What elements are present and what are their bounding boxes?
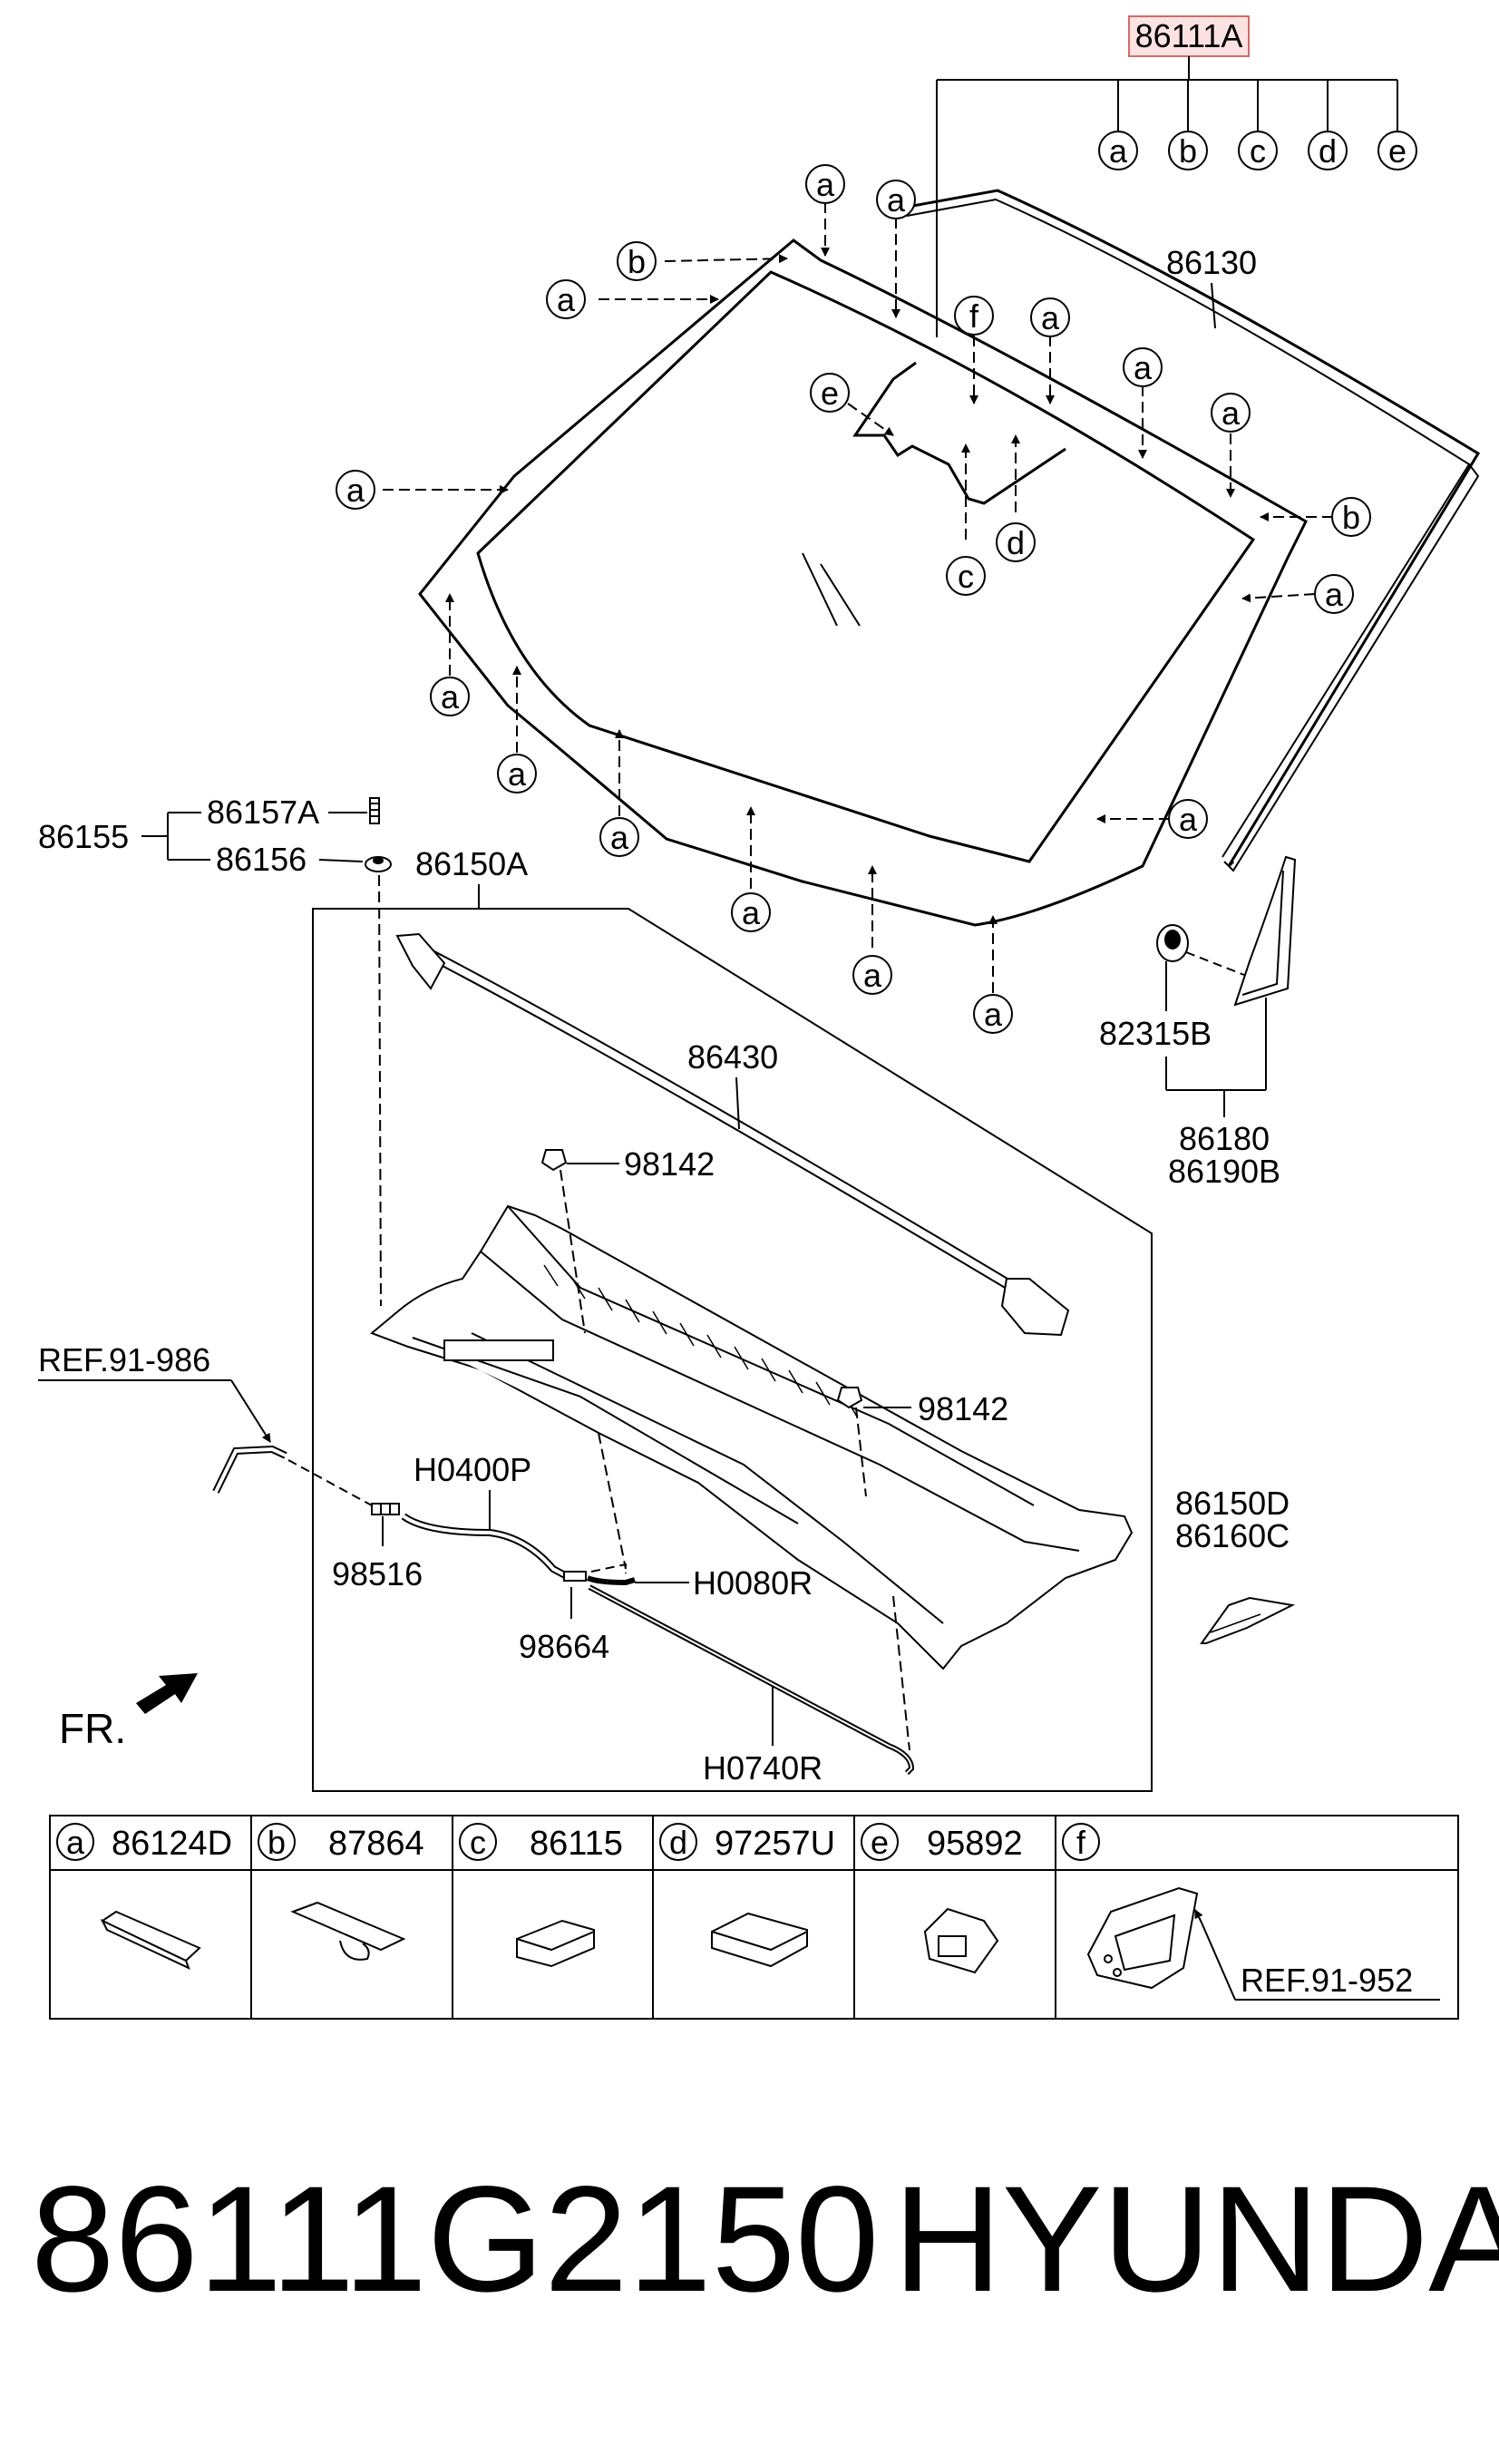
label-seal-1: 86150D bbox=[1175, 1485, 1290, 1522]
label-mirror-grommet: 82315B bbox=[1099, 1015, 1212, 1052]
label-nozzle-right: 98142 bbox=[918, 1390, 1008, 1427]
windshield-black-frit bbox=[476, 270, 1256, 863]
svg-text:b: b bbox=[1179, 132, 1197, 170]
svg-text:b: b bbox=[628, 243, 646, 280]
svg-text:a: a bbox=[984, 996, 1003, 1033]
svg-text:a: a bbox=[610, 819, 629, 856]
nut-icon bbox=[365, 856, 392, 872]
mirror-grommet-icon bbox=[1156, 924, 1189, 962]
svg-text:a: a bbox=[816, 166, 835, 203]
label-windshield-assy: 86111A bbox=[1135, 17, 1243, 54]
highlighted-part-box bbox=[1128, 15, 1250, 57]
glass-reflection bbox=[802, 552, 861, 627]
svg-text:a: a bbox=[742, 894, 761, 931]
svg-text:e: e bbox=[821, 375, 839, 412]
svg-text:e: e bbox=[871, 1824, 889, 1861]
svg-text:b: b bbox=[1342, 499, 1360, 536]
cowl-weatherstrip bbox=[395, 932, 1070, 1337]
callout-letters: a b c d e a a b a f a a a b a e c d a a … bbox=[346, 132, 1407, 1033]
svg-text:c: c bbox=[470, 1824, 486, 1861]
cowl-group-frame bbox=[312, 908, 1153, 1792]
moulding-inner bbox=[906, 198, 1471, 858]
washer-nozzle-left-icon bbox=[540, 1149, 568, 1172]
svg-text:c: c bbox=[1250, 132, 1266, 170]
legend-part-a: 86124D bbox=[112, 1825, 232, 1863]
cowl-top-cover bbox=[370, 1204, 1134, 1670]
svg-text:a: a bbox=[1325, 576, 1344, 613]
svg-text:a: a bbox=[1109, 132, 1128, 170]
connector-icon bbox=[371, 1503, 400, 1515]
svg-text:a: a bbox=[441, 678, 460, 716]
label-moulding: 86130 bbox=[1166, 244, 1257, 281]
cowl-grille-slot bbox=[443, 1339, 554, 1361]
svg-text:a: a bbox=[66, 1824, 85, 1861]
callout-arrows bbox=[383, 202, 1333, 993]
pad-icon-c bbox=[516, 1919, 595, 1968]
pad-icon-b bbox=[290, 1901, 406, 1961]
svg-text:d: d bbox=[1319, 132, 1337, 170]
svg-text:a: a bbox=[1041, 299, 1060, 336]
svg-text:d: d bbox=[669, 1824, 687, 1861]
svg-text:c: c bbox=[958, 558, 974, 595]
svg-text:d: d bbox=[1007, 524, 1025, 561]
label-hose-3: H0740R bbox=[703, 1749, 823, 1787]
legend-part-numbers: 86124D 87864 86115 97257U 95892 bbox=[112, 1825, 1023, 1863]
legend-part-b: 87864 bbox=[328, 1825, 424, 1863]
clip-icon-e bbox=[923, 1907, 999, 1974]
legend-part-e: 95892 bbox=[927, 1825, 1023, 1863]
svg-text:f: f bbox=[1076, 1824, 1086, 1861]
label-pad-kit: 86155 bbox=[38, 818, 129, 855]
svg-text:a: a bbox=[508, 755, 527, 793]
label-delta-cover-2: 86190B bbox=[1168, 1153, 1280, 1190]
camera-bracket-icon-f bbox=[1086, 1886, 1199, 1990]
svg-text:b: b bbox=[268, 1824, 286, 1861]
svg-text:e: e bbox=[1388, 132, 1407, 170]
legend-part-d: 97257U bbox=[715, 1825, 835, 1863]
label-bolt: 86157A bbox=[207, 794, 319, 831]
label-hose-1: H0400P bbox=[414, 1451, 531, 1488]
svg-text:a: a bbox=[557, 281, 576, 318]
svg-text:a: a bbox=[1222, 394, 1241, 432]
check-valve-icon bbox=[563, 1571, 587, 1582]
part-number-caption: 86111G2150 bbox=[31, 2156, 880, 2323]
svg-text:f: f bbox=[969, 297, 979, 335]
moulding-lower-edge bbox=[1223, 463, 1480, 872]
windshield-glass-outline bbox=[418, 239, 1308, 927]
label-ref-washer: REF.91-986 bbox=[38, 1341, 210, 1378]
svg-text:a: a bbox=[346, 472, 365, 509]
legend-part-c: 86115 bbox=[530, 1825, 623, 1863]
svg-text:a: a bbox=[863, 957, 882, 994]
callout-tree bbox=[936, 56, 1398, 337]
svg-text:a: a bbox=[1179, 801, 1198, 838]
label-connector: 98516 bbox=[332, 1555, 423, 1592]
front-arrow-icon bbox=[136, 1673, 198, 1714]
legend-circles bbox=[56, 1823, 1100, 1861]
brand-caption: HYUNDAI bbox=[893, 2156, 1499, 2323]
washer-nozzle-right-icon bbox=[836, 1387, 863, 1409]
label-front: FR. bbox=[59, 1705, 126, 1752]
cowl-side-seal bbox=[1200, 1596, 1296, 1644]
bolt-icon bbox=[369, 797, 380, 824]
delta-cover bbox=[1233, 855, 1297, 1007]
sensor-frit-area bbox=[852, 361, 1066, 505]
legend-letters: a b c d e f bbox=[66, 1824, 1086, 1861]
label-ref-camera: REF.91-952 bbox=[1241, 1962, 1413, 1999]
moulding-outer bbox=[897, 189, 1481, 868]
pad-icon-d bbox=[711, 1912, 808, 1968]
label-cowl-assy: 86150A bbox=[415, 845, 528, 882]
callout-circles bbox=[336, 131, 1417, 1034]
svg-text:a: a bbox=[1134, 349, 1153, 386]
label-hose-2: H0080R bbox=[693, 1564, 813, 1602]
label-nut: 86156 bbox=[216, 841, 307, 878]
label-check-valve: 98664 bbox=[519, 1628, 609, 1665]
label-cowl-weatherstrip: 86430 bbox=[687, 1038, 778, 1076]
label-nozzle-left: 98142 bbox=[624, 1145, 715, 1183]
svg-text:a: a bbox=[887, 181, 906, 219]
label-delta-cover-1: 86180 bbox=[1179, 1120, 1270, 1157]
pad-icon-a bbox=[100, 1910, 201, 1970]
label-seal-2: 86160C bbox=[1175, 1517, 1290, 1554]
